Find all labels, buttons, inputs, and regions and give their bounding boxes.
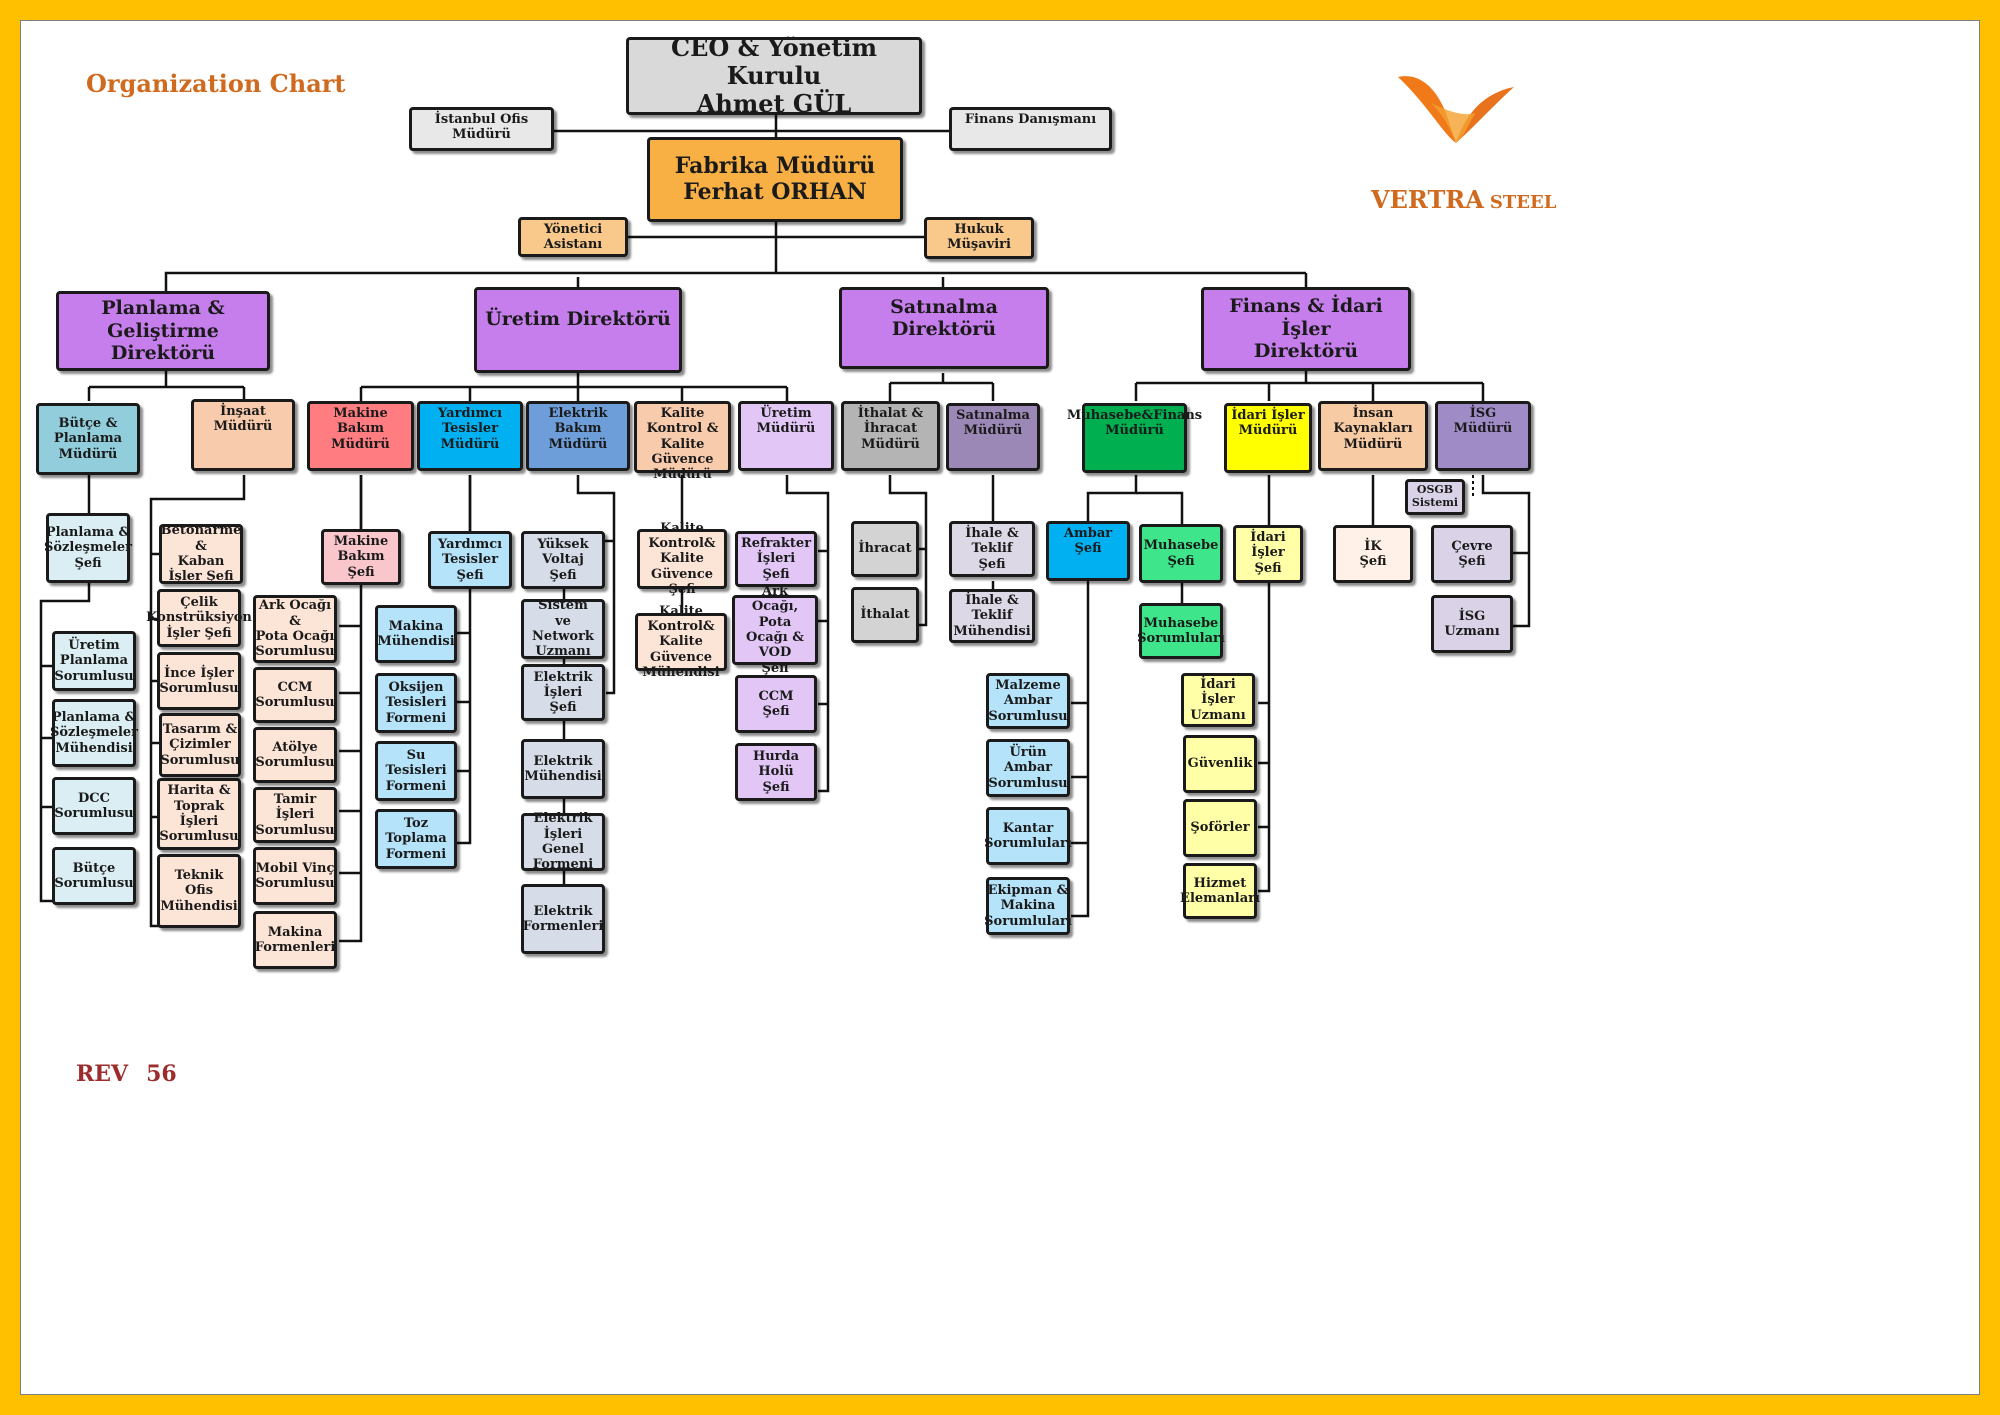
elektrik-item-box: Elektrik Mühendisi (521, 739, 605, 799)
yardimci-item-box: Makina Mühendisi (375, 605, 457, 663)
ambar-item-box: Ekipman & Makina Sorumluları (984, 877, 1072, 935)
finans-director-box: Finans & İdari İşler Direktörü (1201, 287, 1411, 371)
makine-item-box: Tamir İşleri Sorumlusu (253, 787, 337, 843)
hukuk-box: Hukuk Müşaviri (924, 217, 1034, 259)
chart-title: Organization Chart (86, 69, 346, 98)
butce-item-box: DCC Sorumlusu (52, 777, 136, 835)
ithalat-manager-box: İthalat & İhracat Müdürü (841, 401, 940, 471)
revision-label: REV 56 (76, 1061, 195, 1087)
elektrik-item-box: Sistem ve Network Uzmanı (521, 598, 605, 659)
uretim-manager-box: Üretim Müdürü (738, 401, 834, 471)
butce-manager-box: Bütçe & Planlama Müdürü (36, 403, 140, 475)
ambar-item-box: Malzeme Ambar Sorumlusu (986, 673, 1070, 729)
satinalma-item-box: İhale & Teklif Mühendisi (949, 589, 1035, 643)
uretim-item-box: Refrakter İşleri Şefi (735, 531, 817, 587)
connector-lines (39, 115, 1531, 943)
kalite-item-box: Kalite Kontrol& Kalite Güvence Şefi (637, 521, 727, 597)
makine-item-box: Makina Formenleri (253, 911, 337, 969)
rev-number: 56 (146, 1061, 177, 1087)
elektrik-manager-box: Elektrik Bakım Müdürü (526, 401, 630, 471)
idari-item-box: Güvenlik (1183, 735, 1257, 793)
makine-item-box: Ark Ocağı & Pota Ocağı Sorumlusu (253, 595, 337, 663)
idari-manager-box: İdari İşler Müdürü (1224, 403, 1312, 473)
uretim-item-box: Hurda Holü Şefi (735, 743, 817, 801)
istanbul-box: İstanbul Ofis Müdürü (409, 107, 554, 151)
osgb-box: OSGB Sistemi (1405, 479, 1465, 515)
ambar-sefi-box: Ambar Şefi (1046, 521, 1130, 581)
muhasebe-sefi-box: Muhasebe Şefi (1139, 524, 1223, 583)
kalite-item-box: Kalite Kontrol& Kalite Güvence Mühendisi (635, 604, 727, 680)
finans-danisman-box: Finans Danışmanı (949, 107, 1112, 151)
insaat-item-box: İnce İşler Sorumlusu (157, 652, 241, 710)
yardimci-item-box: Su Tesisleri Formeni (375, 741, 457, 801)
yardimci-item-box: Toz Toplama Formeni (375, 809, 457, 869)
butce-item-box: Bütçe Sorumlusu (52, 847, 136, 905)
kalite-manager-box: Kalite Kontrol & Kalite Güvence Müdürü (634, 401, 731, 482)
insaat-item-box: Teknik Ofis Mühendisi (157, 854, 241, 928)
yardimci-manager-box: Yardımcı Tesisler Müdürü (417, 401, 523, 471)
ceo-box: CEO & Yönetim Kurulu Ahmet GÜL (626, 33, 922, 118)
makine-sefi-box: Makine Bakım Şefi (321, 529, 401, 585)
idari-item-box: Şoförler (1183, 799, 1257, 857)
planlama-director-box: Planlama & Geliştirme Direktörü (56, 291, 270, 371)
satinalma-item-box: İhale & Teklif Şefi (949, 521, 1035, 577)
idari-item-box: İdari İşler Uzmanı (1181, 673, 1255, 727)
makine-item-box: CCM Sorumlusu (253, 667, 337, 723)
insaat-item-box: Tasarım & Çizimler Sorumlusu (159, 713, 241, 777)
fabrika-box: Fabrika Müdürü Ferhat ORHAN (647, 137, 903, 222)
butce-item-box: Planlama & Sözleşmeler Mühendisi (50, 699, 138, 767)
ithalat-item-box: İhracat (851, 521, 919, 577)
ambar-item-box: Ürün Ambar Sorumlusu (986, 739, 1070, 797)
ik-sefi-box: İK Şefi (1333, 525, 1413, 583)
uretim-director-box: Üretim Direktörü (474, 287, 682, 373)
muhasebe-sorumlu-box: Muhasebe Sorumluları (1137, 603, 1225, 659)
elektrik-item-box: Elektrik İşleri Genel Formeni (521, 811, 605, 872)
muhasebe-manager-box: Muhasebe&Finans Müdürü (1067, 403, 1202, 473)
satinalma-director-box: Satınalma Direktörü (839, 287, 1049, 369)
brand-main: VERTRA (1371, 185, 1484, 214)
insaat-item-box: Harita & Toprak İşleri Sorumlusu (157, 778, 241, 850)
brand-suffix: STEEL (1489, 192, 1557, 213)
idari-sefi-box: İdari İşler Şefi (1233, 525, 1303, 583)
asistan-box: Yönetici Asistanı (518, 217, 628, 257)
insaat-item-box: Çelik Konstrüksiyon İşler Şefi (146, 589, 252, 647)
butce-sefi-box: Planlama & Sözleşmeler Şefi (44, 513, 132, 583)
uretim-item-box: CCM Şefi (735, 675, 817, 733)
ambar-item-box: Kantar Sorumluları (984, 807, 1072, 865)
isg-manager-box: İSG Müdürü (1435, 401, 1531, 471)
yardimci-sefi-box: Yardımcı Tesisler Şefi (428, 531, 512, 589)
isg-item-box: İSG Uzmanı (1431, 595, 1513, 653)
ithalat-item-box: İthalat (851, 587, 919, 643)
isg-item-box: Çevre Şefi (1431, 525, 1513, 583)
makine-item-box: Atölye Sorumlusu (253, 727, 337, 783)
vertra-logo (1398, 76, 1514, 143)
makine-item-box: Mobil Vinç Sorumlusu (253, 847, 337, 905)
butce-item-box: Üretim Planlama Sorumlusu (52, 631, 136, 691)
idari-item-box: Hizmet Elemanları (1180, 863, 1260, 919)
elektrik-item-box: Yüksek Voltaj Şefi (521, 531, 605, 589)
insaat-manager-box: İnşaat Müdürü (191, 399, 295, 471)
ik-manager-box: İnsan Kaynakları Müdürü (1318, 401, 1428, 471)
insaat-item-box: Betonarme & Kaban İşler Şefi (159, 523, 243, 585)
uretim-item-box: Ark Ocağı, Pota Ocağı & VOD Şefi (732, 584, 818, 676)
makine-manager-box: Makine Bakım Müdürü (307, 401, 414, 471)
yardimci-item-box: Oksijen Tesisleri Formeni (375, 673, 457, 733)
elektrik-item-box: Elektrik Formenleri (521, 884, 605, 954)
elektrik-item-box: Elektrik İşleri Şefi (521, 664, 605, 721)
satinalma-manager-box: Satınalma Müdürü (946, 403, 1040, 471)
rev-label: REV (76, 1061, 129, 1087)
